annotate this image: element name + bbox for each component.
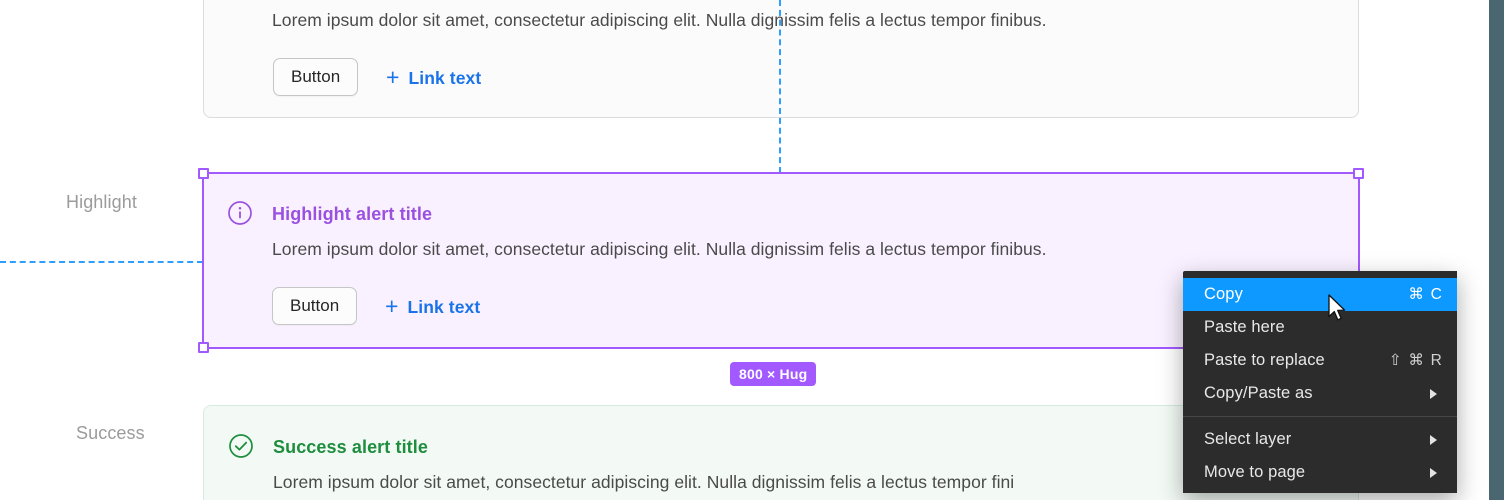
alert-body-success: Lorem ipsum dolor sit amet, consectetur …: [273, 472, 1015, 492]
submenu-arrow-icon: [1430, 467, 1437, 478]
row-label-highlight: Highlight: [66, 192, 137, 212]
alert-button-highlight[interactable]: Button: [272, 287, 358, 325]
menu-item-copy-paste-as[interactable]: Copy/Paste as: [1183, 377, 1457, 410]
alignment-guide-horizontal: [0, 261, 203, 263]
alert-body-neutral: Lorem ipsum dolor sit amet, consectetur …: [272, 10, 1047, 30]
menu-item-label: Select layer: [1204, 430, 1292, 448]
menu-item-label: Copy/Paste as: [1204, 384, 1313, 402]
plus-icon: +: [385, 293, 399, 319]
menu-item-label: Paste to replace: [1204, 351, 1325, 369]
menu-item-label: Copy: [1204, 285, 1243, 303]
info-circle-icon: [227, 200, 253, 226]
alignment-guide-vertical: [779, 0, 781, 173]
menu-item-paste-to-replace[interactable]: Paste to replace ⇧ ⌘ R: [1183, 344, 1457, 377]
menu-separator: [1183, 416, 1457, 417]
alert-card-success[interactable]: Success alert title Lorem ipsum dolor si…: [203, 405, 1359, 500]
alert-link-label-neutral: Link text: [408, 68, 482, 88]
menu-item-label: Move to page: [1204, 463, 1306, 481]
alert-body-highlight: Lorem ipsum dolor sit amet, consectetur …: [272, 239, 1047, 259]
size-badge: 800 × Hug: [730, 362, 817, 386]
alert-title-highlight: Highlight alert title: [272, 204, 433, 224]
alert-link-highlight[interactable]: + Link text: [385, 293, 481, 319]
submenu-arrow-icon: [1430, 434, 1437, 445]
row-label-success: Success: [76, 423, 145, 443]
plus-icon: +: [386, 64, 400, 90]
menu-item-select-layer[interactable]: Select layer: [1183, 423, 1457, 456]
menu-item-copy[interactable]: Copy ⌘ C: [1183, 278, 1457, 311]
alert-card-highlight[interactable]: Highlight alert title Lorem ipsum dolor …: [203, 173, 1359, 348]
menu-item-label: Paste here: [1204, 318, 1285, 336]
alert-title-success: Success alert title: [273, 437, 428, 457]
menu-item-shortcut: ⌘ C: [1408, 286, 1443, 303]
context-menu[interactable]: Copy ⌘ C Paste here Paste to replace ⇧ ⌘…: [1183, 271, 1457, 493]
menu-item-move-to-page[interactable]: Move to page: [1183, 456, 1457, 489]
alert-link-neutral[interactable]: + Link text: [386, 64, 482, 90]
right-panel-edge: [1489, 0, 1504, 500]
check-circle-icon: [228, 433, 254, 459]
alert-link-label-highlight: Link text: [407, 297, 481, 317]
menu-item-shortcut: ⇧ ⌘ R: [1388, 352, 1443, 369]
alert-button-neutral[interactable]: Button: [273, 58, 359, 96]
alert-card-neutral[interactable]: Lorem ipsum dolor sit amet, consectetur …: [203, 0, 1359, 118]
submenu-arrow-icon: [1430, 388, 1437, 399]
menu-item-paste-here[interactable]: Paste here: [1183, 311, 1457, 344]
